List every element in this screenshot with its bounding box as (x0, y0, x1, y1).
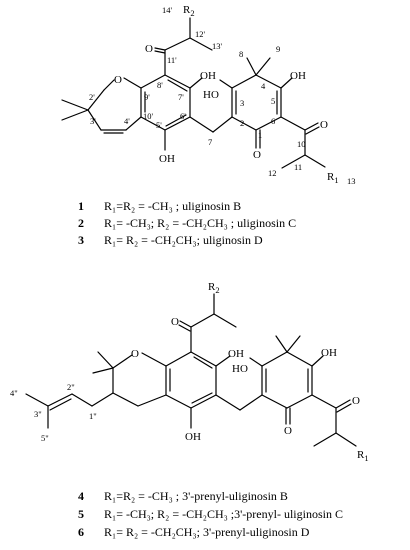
num-4pp: 4" (10, 388, 18, 398)
chromene-ring-bonds (61, 77, 142, 134)
num-6p: 6' (180, 111, 186, 121)
atom-o-10: O (320, 119, 328, 131)
atom-ho-3: HO (203, 89, 219, 101)
num-13p: 13' (212, 41, 223, 51)
atom-r1: R1 (327, 171, 339, 185)
aromatic-ring-bonds (140, 17, 233, 151)
dienone-ring2-bonds (249, 335, 357, 447)
atom-o-ring-bottom: O (284, 425, 292, 437)
num-6: 6 (271, 116, 275, 126)
num-2: 2 (240, 118, 244, 128)
structure-bottom: R2 O O OH HO OH OH O O R1 4" 2" 3" 1" 5" (10, 281, 369, 463)
atom-o-1: O (253, 149, 261, 161)
num-8: 8 (239, 49, 243, 59)
atom-o-chromene: O (114, 74, 122, 86)
atom-oh-top-bottom: OH (228, 348, 244, 360)
atom-oh-7prime: OH (200, 70, 216, 82)
num-7: 7 (208, 137, 212, 147)
num-1pp: 1" (89, 411, 97, 421)
atom-oh-5prime: OH (159, 153, 175, 165)
num-5: 5 (271, 96, 275, 106)
num-3p: 3' (90, 116, 96, 126)
num-2p: 2' (89, 92, 95, 102)
num-4p: 4' (124, 116, 130, 126)
num-10: 10 (297, 139, 306, 149)
atom-oh-bottom: OH (185, 431, 201, 443)
atom-r2-bottom: R2 (208, 281, 220, 295)
num-3: 3 (240, 98, 244, 108)
num-14p: 14' (162, 5, 173, 15)
chromane-ring-bonds (25, 351, 167, 429)
atom-r2: R2 (183, 4, 195, 18)
num-5p: 5' (156, 120, 162, 130)
atom-oh-right-bottom: OH (321, 347, 337, 359)
num-12p: 12' (195, 29, 206, 39)
aromatic-ring2-bonds (165, 293, 263, 429)
atom-o-chromane: O (131, 348, 139, 360)
num-7p: 7' (178, 92, 184, 102)
num-3pp: 3" (34, 409, 42, 419)
num-1: 1 (258, 130, 262, 140)
num-8p: 8' (157, 80, 163, 90)
dienone-ring-bonds (219, 57, 326, 169)
num-12: 12 (268, 168, 277, 178)
num-9p: 9' (144, 92, 150, 102)
atom-r1-bottom: R1 (357, 449, 369, 463)
atom-o-acyl-bottom: O (352, 395, 360, 407)
num-11p: 11' (167, 55, 177, 65)
atom-o-11prime: O (145, 43, 153, 55)
atom-o-ketone-bottom: O (171, 316, 179, 328)
num-5pp: 5" (41, 433, 49, 443)
num-10p: 10' (143, 111, 154, 121)
num-13: 13 (347, 176, 356, 186)
atom-ho-ring-bottom: HO (232, 363, 248, 375)
atom-oh-5: OH (290, 70, 306, 82)
num-9: 9 (276, 44, 280, 54)
num-4: 4 (261, 81, 266, 91)
num-2pp: 2" (67, 382, 75, 392)
structure-top: O OH HO OH OH O O O R2 R1 14' 12' 13' 11… (61, 4, 356, 186)
num-11: 11 (294, 162, 302, 172)
